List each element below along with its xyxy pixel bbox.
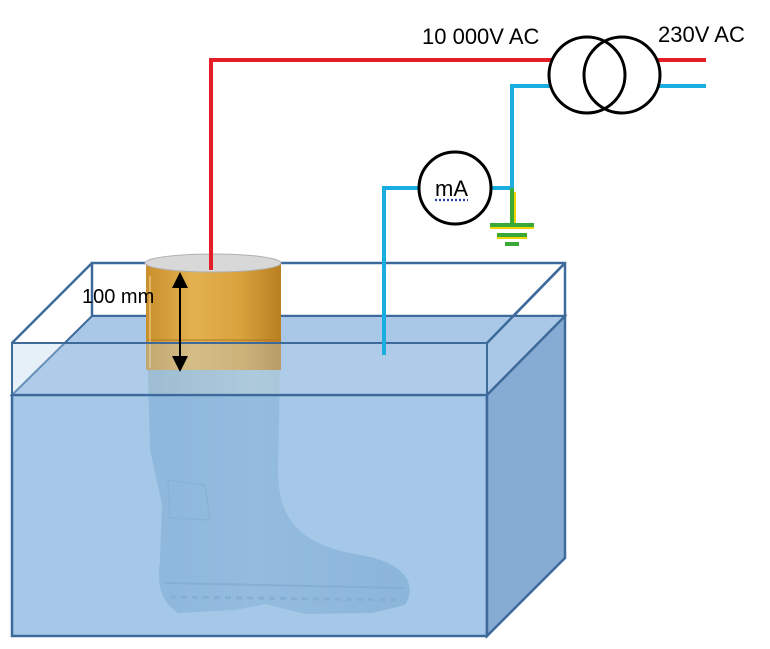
- electrode-wire-into-water: [382, 186, 419, 355]
- ammeter-unit-label: mA: [435, 176, 468, 201]
- water-tank: [10, 262, 567, 640]
- ammeter-icon: [417, 150, 493, 226]
- supply-voltage-label: 230V AC: [658, 22, 745, 47]
- high-voltage-label: 10 000V AC: [422, 24, 540, 49]
- high-voltage-wire: [209, 58, 552, 270]
- transformer-symbol-icon: [547, 35, 662, 115]
- return-wire-to-transformer: [491, 84, 550, 190]
- immersion-depth-label: 100 mm: [82, 286, 155, 308]
- earth-ground-icon: [490, 188, 534, 246]
